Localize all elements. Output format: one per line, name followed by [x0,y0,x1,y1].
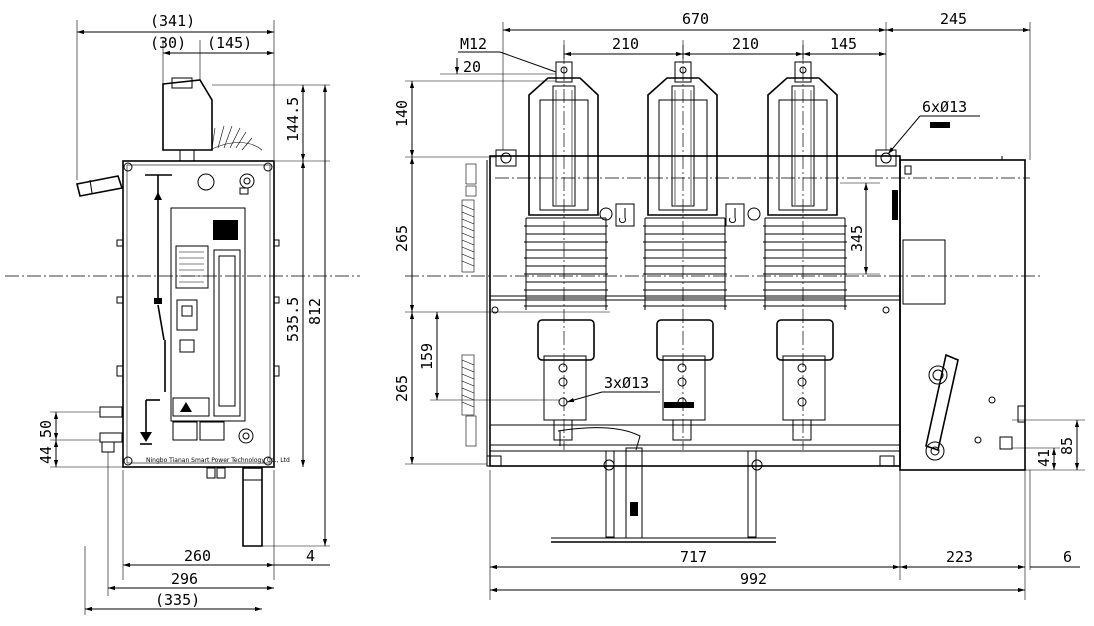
dim-side-top-a: (30) [150,34,186,52]
dim-side-50: 50 [37,420,55,438]
label-3-holes: 3xØ13 [604,374,649,392]
pole-1 [524,45,608,450]
dim-side-1445: 144.5 [284,97,302,142]
pole-2 [643,45,727,450]
dim-front-210a: 210 [612,35,639,53]
side-view: Ningbo Tianan Smart Power Technology Co.… [5,12,360,615]
dim-front-85: 85 [1058,437,1076,455]
dim-front-245: 245 [940,10,967,28]
dim-front-992: 992 [740,570,767,588]
dim-front-223: 223 [946,548,973,566]
label-6-holes: 6xØ13 [922,98,967,116]
dim-front-6: 6 [1063,548,1072,566]
dim-front-265b: 265 [393,375,411,402]
dim-side-top-overall: (341) [150,12,195,30]
dim-side-44: 44 [37,446,55,464]
dim-front-20: 20 [463,58,481,76]
mechanism-panel [899,159,1026,471]
dim-front-159: 159 [418,343,436,370]
pole-3 [763,45,847,450]
svg-text:Ningbo Tianan Smart Power Tech: Ningbo Tianan Smart Power Technology Co.… [146,457,290,464]
top-mechanism [162,79,213,151]
dim-side-4: 4 [306,547,315,565]
dim-front-41: 41 [1035,449,1053,467]
dim-front-145: 145 [830,35,857,53]
dim-front-265a: 265 [393,225,411,252]
dim-side-335: (335) [155,591,200,609]
dim-front-140: 140 [393,100,411,127]
control-panel [170,207,246,422]
dim-side-top-b: (145) [207,34,252,52]
side-cabinet [122,160,275,468]
side-handle [76,175,124,197]
dim-side-812: 812 [306,298,324,325]
dim-front-210b: 210 [732,35,759,53]
dim-side-260: 260 [184,547,211,565]
front-view: 670 245 210 210 145 M12 20 140 265 265 1… [393,10,1085,600]
dim-side-296: 296 [171,570,198,588]
label-m12: M12 [460,35,487,53]
dim-front-345: 345 [848,225,866,252]
dim-front-717: 717 [680,548,707,566]
dim-front-670: 670 [682,10,709,28]
dim-side-5355: 535.5 [284,297,302,342]
